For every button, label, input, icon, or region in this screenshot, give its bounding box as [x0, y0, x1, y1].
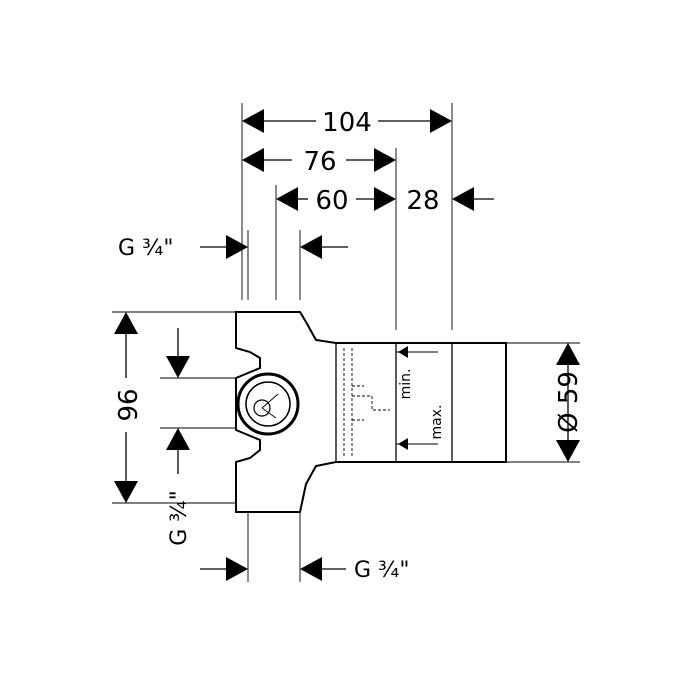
- dimension-96-label: 96: [114, 388, 144, 421]
- diameter-label: Ø 59: [554, 371, 584, 433]
- dimension-76: 76: [242, 147, 396, 177]
- max-label: max.: [429, 405, 445, 440]
- valve-body: [235, 311, 507, 513]
- left-connection-label: G ¾": [167, 490, 192, 545]
- dimension-104: 104: [242, 108, 452, 138]
- dimension-28: 28: [406, 186, 494, 216]
- min-label: min.: [398, 369, 414, 400]
- extension-lines: [112, 103, 580, 582]
- dimension-28-label: 28: [406, 186, 439, 216]
- left-connection-dimension: G ¾": [166, 328, 192, 546]
- top-connection-dimension: G ¾": [118, 235, 348, 261]
- spindle-circle: [236, 372, 300, 436]
- dimension-76-label: 76: [303, 147, 336, 177]
- dimension-diameter: Ø 59: [554, 343, 584, 462]
- dimension-60: 60: [276, 186, 396, 216]
- bottom-connection-dimension: G ¾": [200, 557, 409, 583]
- top-connection-label: G ¾": [118, 236, 173, 261]
- dimension-104-label: 104: [322, 108, 372, 138]
- dimension-96: 96: [114, 312, 144, 503]
- dimension-60-label: 60: [315, 186, 348, 216]
- bottom-connection-label: G ¾": [354, 558, 409, 583]
